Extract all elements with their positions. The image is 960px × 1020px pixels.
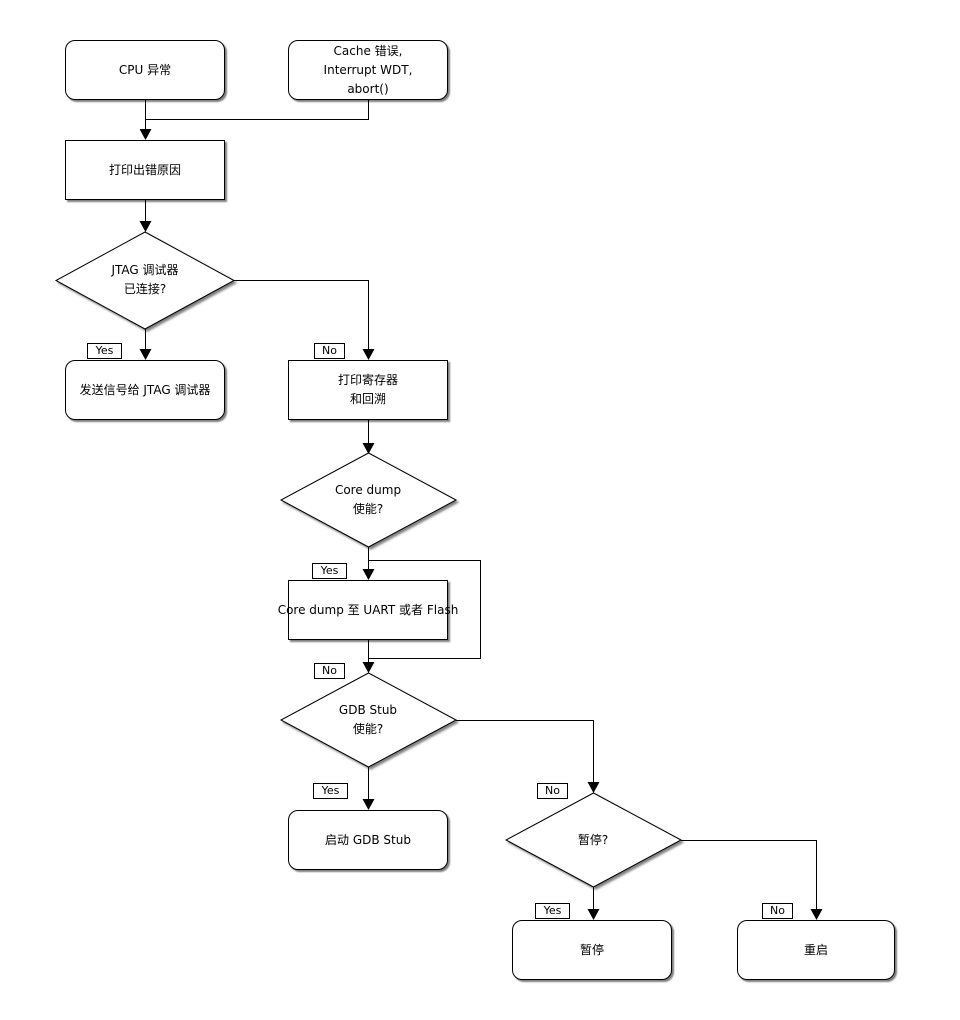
edge-label-no: No <box>537 783 568 799</box>
node-start-gdbstub: 启动 GDB Stub <box>288 810 448 870</box>
node-cpu-exception: CPU 异常 <box>65 40 225 100</box>
node-label: abort() <box>347 81 389 96</box>
arrowhead-icons <box>139 129 823 920</box>
node-label: CPU 异常 <box>118 62 172 77</box>
node-label: 暂停 <box>579 942 604 957</box>
edge-label-no: No <box>314 663 345 679</box>
node-coredump-output: Core dump 至 UART 或者 Flash <box>278 580 458 640</box>
edge-label-no: No <box>314 343 345 359</box>
node-label: 发送信号给 JTAG 调试器 <box>79 382 211 397</box>
node-label: Core dump 至 UART 或者 Flash <box>277 602 459 617</box>
decision-diamond-shapes <box>54 231 683 888</box>
node-label: Cache 错误, <box>333 43 403 58</box>
node-print-registers: 打印寄存器 和回溯 <box>288 360 448 420</box>
node-label: Interrupt WDT, <box>323 62 413 77</box>
node-label: 打印寄存器 <box>337 373 398 387</box>
node-label: 重启 <box>803 942 828 957</box>
diamond-gdbstub-enabled <box>279 672 458 768</box>
node-cache-error: Cache 错误, Interrupt WDT, abort() <box>288 40 448 100</box>
edge-label-yes: Yes <box>87 343 122 359</box>
node-label: 启动 GDB Stub <box>325 832 411 847</box>
edge-label-no: No <box>762 903 793 919</box>
diamond-jtag-connected <box>54 231 236 330</box>
edge-lines <box>145 100 817 911</box>
edge-label-yes: Yes <box>312 563 347 579</box>
diamond-halt-question <box>504 792 683 888</box>
node-reboot: 重启 <box>737 920 895 980</box>
edge-label-yes: Yes <box>313 783 348 799</box>
edge-label-yes: Yes <box>535 903 570 919</box>
node-label: 和回溯 <box>349 392 386 406</box>
node-print-error-reason: 打印出错原因 <box>65 140 225 200</box>
node-halt: 暂停 <box>512 920 672 980</box>
diamond-coredump-enabled <box>279 452 458 548</box>
node-send-signal-jtag: 发送信号给 JTAG 调试器 <box>65 360 225 420</box>
node-label: 打印出错原因 <box>108 162 181 177</box>
